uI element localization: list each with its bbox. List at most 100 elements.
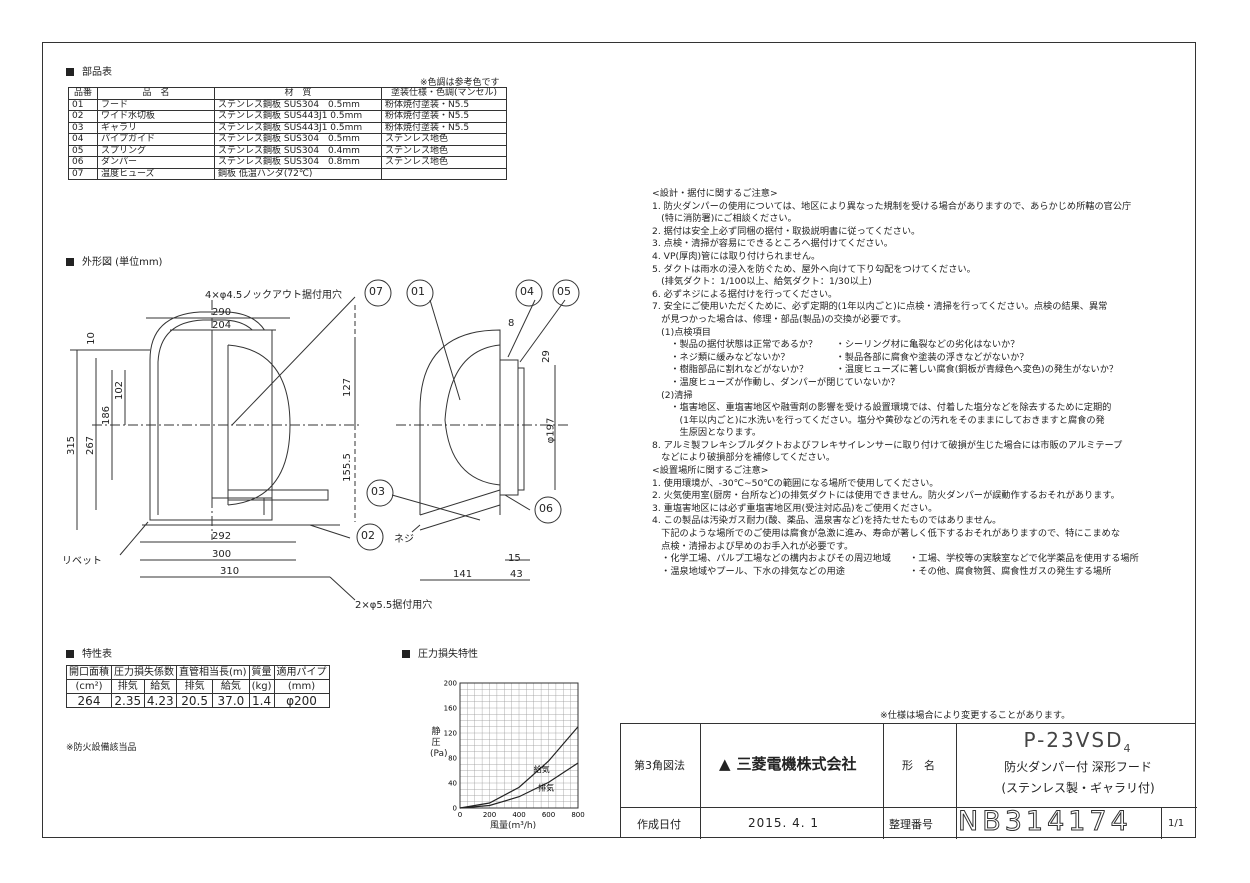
callout-06: 06 <box>539 502 553 515</box>
chart-x-tick: 0 <box>458 811 462 819</box>
leader-screw <box>411 524 421 533</box>
spec-v-0: 264 <box>66 693 112 708</box>
model-label: 形 名 <box>902 759 935 772</box>
note-line: (1)点検項目 <box>652 326 711 338</box>
callout-07: 07 <box>369 285 383 298</box>
notes-block: <設計・据付に関するご注意>1. 防火ダンパーの使用については、地区により異なっ… <box>652 188 1192 578</box>
damper-side <box>444 344 501 486</box>
note-line: ・樹脂部品に割れなどがないか？ ・温度ヒューズに著しい腐食(銅板が青緑色へ変色)… <box>652 364 1119 376</box>
note-line: 下記のような場所でのご使用は腐食が急激に進み、寿命が著しく低下するおそれがありま… <box>652 528 1121 540</box>
parts-cell: ステンレス地色 <box>381 133 507 146</box>
square-bullet-icon <box>66 68 74 76</box>
callout-07-circle <box>364 279 392 307</box>
note-line: が見つかった場合は、修理・部品(製品)の交換が必要です。 <box>652 313 907 325</box>
drawing-number: NB314174 <box>958 806 1132 838</box>
note-line: (1年以内ごと)に水洗いを行ってください。塩分や黄砂などの汚れをそのままにしてお… <box>652 414 1105 426</box>
callout-05: 05 <box>557 285 571 298</box>
callout-04: 04 <box>520 285 534 298</box>
spec-v-4: 37.0 <box>212 693 250 708</box>
note-line: (排気ダクト：1/100以上、給気ダクト：1/30以上) <box>652 276 872 288</box>
chart-xlabel: 風量(m³/h) <box>490 821 537 831</box>
note-line: 4. VP(厚肉)管には取り付けられません。 <box>652 250 821 262</box>
callout-01: 01 <box>411 285 425 298</box>
drawing-title: 外形図 (単位mm) <box>66 253 162 268</box>
chart-ylabel: 静圧(Pa) <box>430 727 448 759</box>
chart-y-tick: 120 <box>444 730 457 738</box>
parts-cell: 05 <box>68 144 98 157</box>
dim-15: 15 <box>508 553 521 564</box>
note-line: ・塩害地区、重塩害地区や融雪剤の影響を受ける設置環境では、付着した塩分などを除去… <box>652 402 1112 414</box>
spec-v-6: φ200 <box>273 693 330 708</box>
gallery-side-2 <box>419 504 501 531</box>
chart-x-tick: 200 <box>483 811 496 819</box>
chart-y-tick: 80 <box>448 755 457 763</box>
model-number: P-23VSD4 <box>1023 728 1133 755</box>
spec-v-1: 2.35 <box>111 693 145 708</box>
tb-divider-3 <box>956 724 957 839</box>
company-name: ▲三菱電機株式会社 <box>719 755 857 773</box>
parts-cell: ギャラリ <box>97 121 215 134</box>
parts-cell <box>381 167 507 180</box>
callout-03: 03 <box>371 485 385 498</box>
screw-label: ネジ <box>394 534 414 545</box>
chart-series-line <box>459 762 579 809</box>
spec-v-3: 20.5 <box>175 693 214 708</box>
leader-holes <box>329 576 356 601</box>
spec-v-2: 4.23 <box>143 693 177 708</box>
parts-cell: ステンレス地色 <box>381 144 507 157</box>
chart-y-tick: 40 <box>448 780 457 788</box>
specs-title: 特性表 <box>66 645 112 660</box>
knockout-label: 4×φ4.5ノックアウト据付用穴 <box>205 290 343 301</box>
note-line: 6. 必ずネジによる据付けを行ってください。 <box>652 288 838 300</box>
hood-side-outline <box>419 329 501 515</box>
note-line: ・温泉地域やプール、下水の排気などの用途 ・その他、腐食物質、腐食性ガスの発生す… <box>652 565 1112 577</box>
leader-06 <box>504 494 531 511</box>
parts-note: ※色調は参考色です <box>420 78 500 88</box>
chart-series-line <box>459 726 579 809</box>
note-line: 2. 火気使用室(厨房・台所など)の排気ダクトには使用できません。防火ダンパーが… <box>652 490 1120 502</box>
gallery-front <box>227 489 329 501</box>
callout-01-circle <box>406 279 434 307</box>
chart-frame <box>459 682 579 809</box>
callout-02-circle <box>356 523 384 551</box>
square-bullet-icon <box>66 258 74 266</box>
parts-header-row: 品番品 名材 質塗装仕様・色調(マンセル) <box>68 87 507 100</box>
chart-y-tick: 0 <box>453 805 457 813</box>
date-value: 2015. 4. 1 <box>748 816 820 830</box>
rivet-label: リベット <box>62 556 102 567</box>
chart-series-label: 給気 <box>534 764 550 774</box>
leader-05 <box>519 299 566 363</box>
parts-cell: ステンレス鋼板 SUS304 0.5mm <box>214 133 382 146</box>
note-line: 4. この製品は汚染ガス耐力(酸、薬品、温泉害など)を持たせたものではありません… <box>652 515 1002 527</box>
chart-x-tick: 800 <box>571 811 584 819</box>
note-line: (2)清掃 <box>652 389 693 401</box>
chart-y-tick: 200 <box>444 680 457 688</box>
chart-x-tick: 600 <box>542 811 555 819</box>
leader-01 <box>429 299 461 401</box>
callout-03-circle <box>366 479 394 507</box>
mitsubishi-logo-icon: ▲ <box>719 755 731 773</box>
note-line: 1. 防火ダンパーの使用については、地区により異なった規制を受ける場合があります… <box>652 200 1132 212</box>
notes-footer: ※仕様は場合により変更することがあります。 <box>880 710 1071 721</box>
note-line: ・製品の据付状態は正常であるか？ ・シーリング材に亀裂などの劣化はないか？ <box>652 339 1020 351</box>
note-line: 生原因となります。 <box>652 427 762 439</box>
chart-y-tick: 160 <box>444 705 457 713</box>
note-line: ・化学工場、パルプ工場などの構内およびその周辺地域 ・工場、学校等の実験室などで… <box>652 553 1139 565</box>
specs-values-row: 264 2.35 4.23 20.5 37.0 1.4 φ200 <box>66 693 330 708</box>
chart-title: 圧力損失特性 <box>402 645 478 660</box>
callout-02: 02 <box>361 529 375 542</box>
leader-07 <box>231 296 356 426</box>
drawing-frame <box>42 42 1196 838</box>
note-line: 点検・清掃および早めのお手入れが必要です。 <box>652 540 854 552</box>
square-bullet-icon <box>66 650 74 658</box>
projection-label: 第3角図法 <box>634 759 685 772</box>
tb-divider-2 <box>883 724 884 839</box>
model-desc2: (ステンレス製・ギャラリ付) <box>1001 781 1155 795</box>
dim-292: 292 <box>212 531 232 542</box>
